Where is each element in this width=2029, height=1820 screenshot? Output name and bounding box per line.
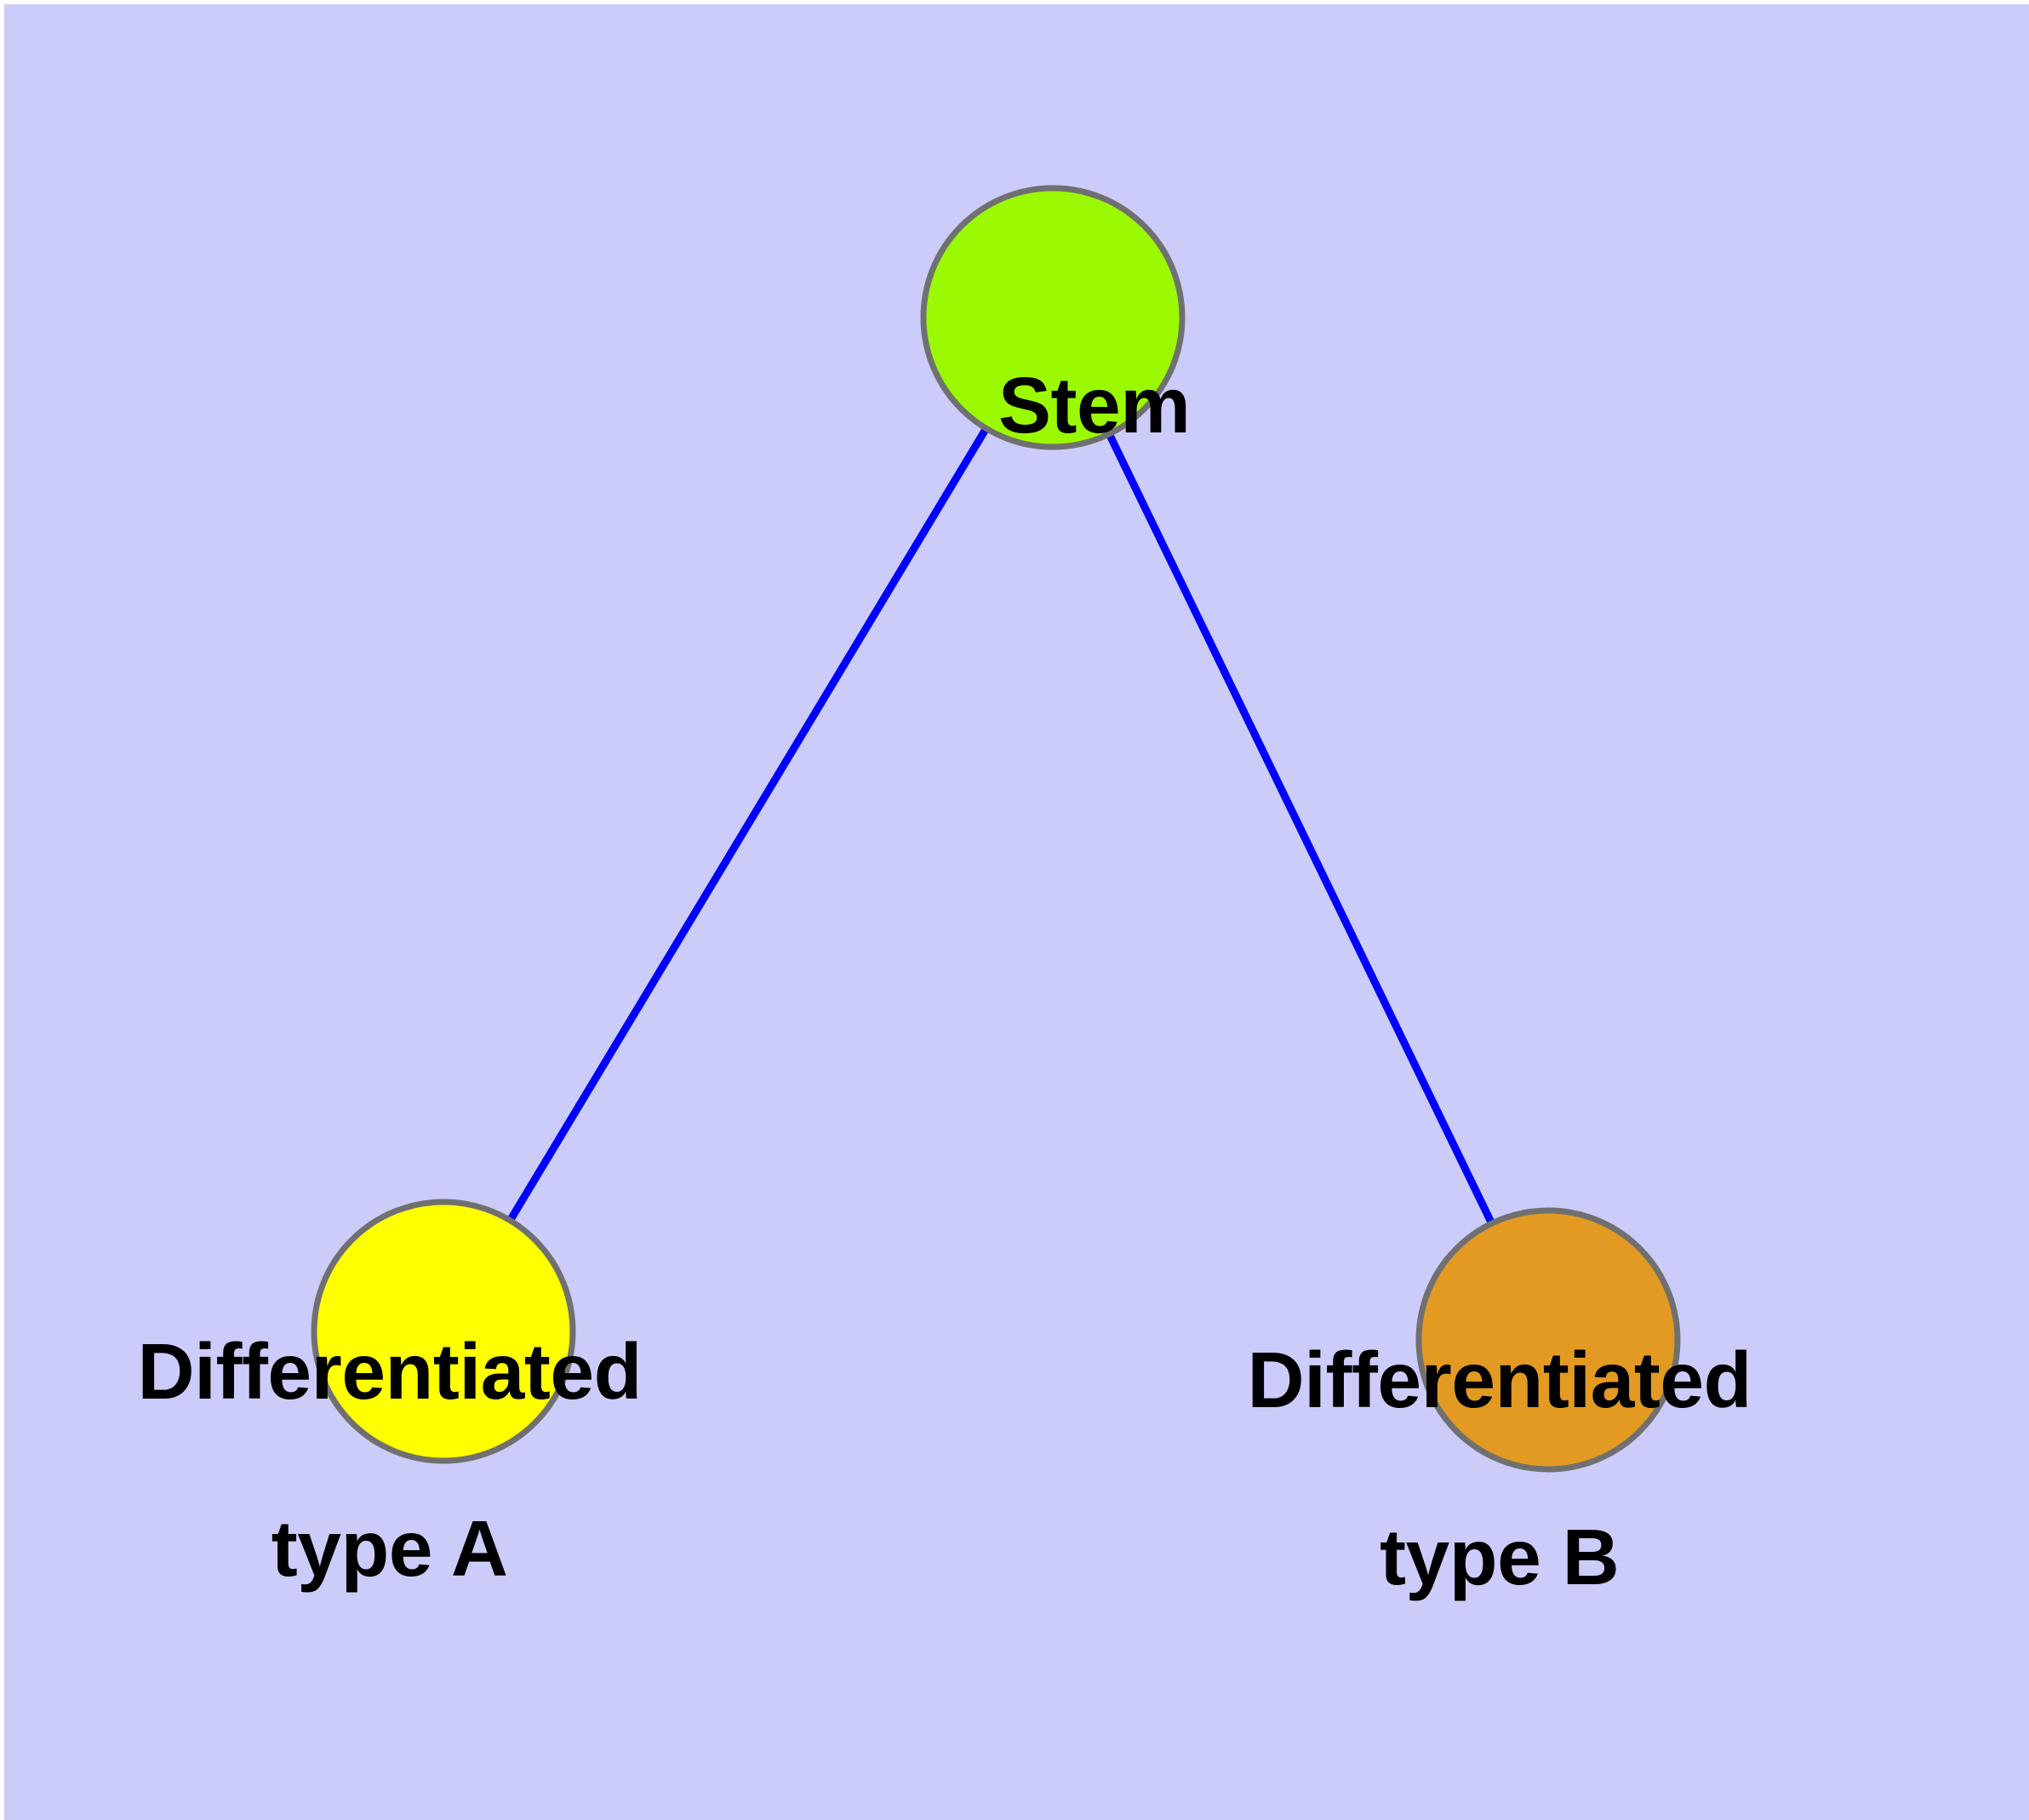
- edges-group: [440, 315, 1552, 1342]
- edge-stem-to-differentiated-type-a[interactable]: [440, 315, 1056, 1334]
- node-stem[interactable]: [920, 185, 1186, 450]
- node-differentiated-type-a[interactable]: [311, 1199, 576, 1464]
- edge-stem-to-differentiated-type-b[interactable]: [1049, 316, 1552, 1342]
- nodes-group: [311, 185, 1681, 1473]
- node-differentiated-type-b[interactable]: [1415, 1207, 1681, 1473]
